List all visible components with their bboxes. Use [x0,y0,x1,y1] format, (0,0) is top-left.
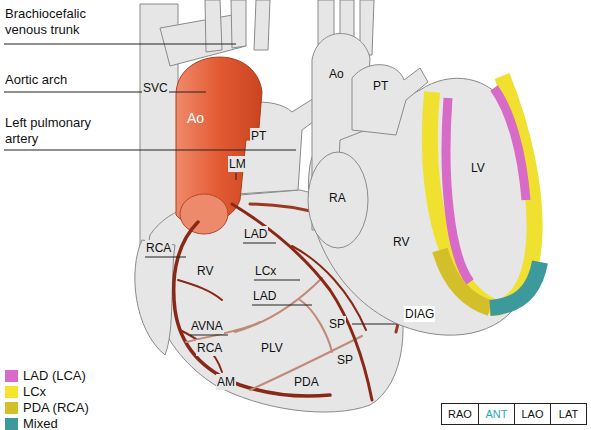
legend-text: LCx [23,384,46,399]
view-cell: ANT [478,403,515,425]
leader-line [243,243,276,244]
part-label: SP [336,352,354,368]
part-label: Brachiocefalic venous trunk [4,6,118,38]
posterior-artery [186,278,362,390]
legend-swatch [5,402,18,414]
part-label: RCA [196,340,223,356]
part-label: SVC [142,80,169,96]
part-label: PDA [293,374,320,390]
legend-text: Mixed [23,416,58,430]
part-label: RCA [145,240,172,256]
part-label: SP [328,316,346,332]
legend-swatch [5,386,18,398]
legend-text: LAD (LCA) [23,368,86,383]
part-label: LV [470,160,486,176]
lv-wall-pda [440,250,490,308]
view-cell: RAO [441,403,479,425]
part-label: LAD [252,288,277,304]
part-label: RV [196,263,214,279]
lv-wall-mixed [490,262,540,308]
leader-line [145,257,186,258]
part-label: PT [250,128,267,144]
part-label: AM [216,374,236,390]
lv-wall [430,76,540,308]
part-label: Left pulmonary artery [4,115,108,147]
legend-swatch [5,370,18,382]
leader-line [236,173,237,180]
part-label: Ao [328,66,345,82]
part-label: RV [392,234,410,250]
view-text: ANT [486,408,508,421]
view-text: RAO [448,408,472,421]
part-label: Aortic arch [4,72,68,88]
part-label: DIAG [404,306,435,322]
view-cell: LAO [514,403,551,425]
part-label: PT [372,78,389,94]
leader-line [4,44,236,45]
leader-line [4,92,206,93]
leader-line [190,335,228,336]
part-label: PLV [260,340,284,356]
lv-wall-lad [494,88,526,200]
leader-line [254,280,300,281]
part-label: LAD [243,226,268,242]
legend-text: PDA (RCA) [23,400,89,415]
arch-branch [254,0,270,50]
aortic-root [180,194,228,234]
main-heart [135,0,403,412]
part-label: AVNA [190,318,224,334]
view-text: LAO [521,408,543,421]
part-label: LM [228,156,247,172]
right-atrium [308,152,368,248]
view-text: LAT [559,408,578,421]
arch-branch [231,0,246,48]
part-label: RA [328,190,347,206]
view-cell: LAT [550,403,587,425]
leader-line [4,150,296,151]
pulmonary-trunk [352,65,428,135]
artery [174,222,330,396]
part-label: LCx [254,263,277,279]
leader-line [252,305,312,306]
section-heart [308,0,536,335]
part-label: Ao [186,110,205,126]
lv-wall-lcx [430,76,535,308]
legend-swatch [5,418,18,430]
